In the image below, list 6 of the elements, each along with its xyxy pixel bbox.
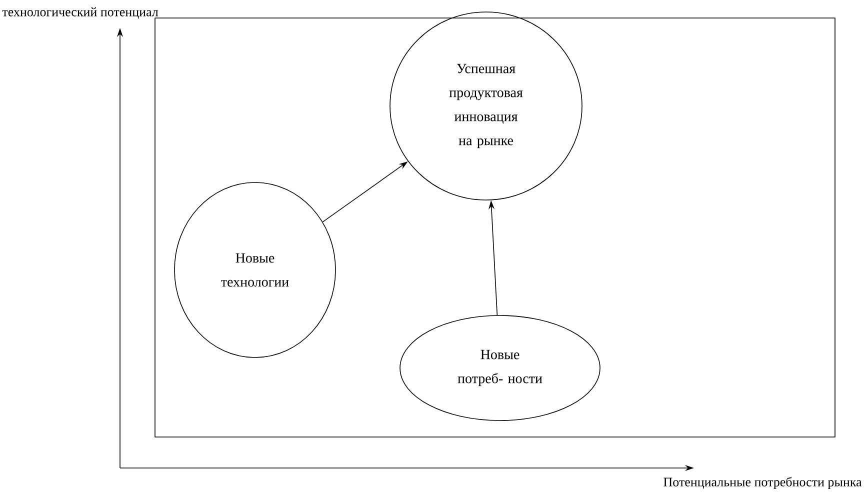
ellipse-node: Успешная продуктовая инновация на рынке bbox=[390, 12, 582, 200]
axis-label: Потенциальные потребности рынка bbox=[664, 476, 862, 490]
frame-box bbox=[154, 18, 836, 438]
ellipse-node: Новые технологии bbox=[174, 182, 336, 358]
axis-label: технологический потенциал bbox=[2, 7, 158, 19]
ellipse-node: Новые потреб- ности bbox=[400, 315, 600, 421]
